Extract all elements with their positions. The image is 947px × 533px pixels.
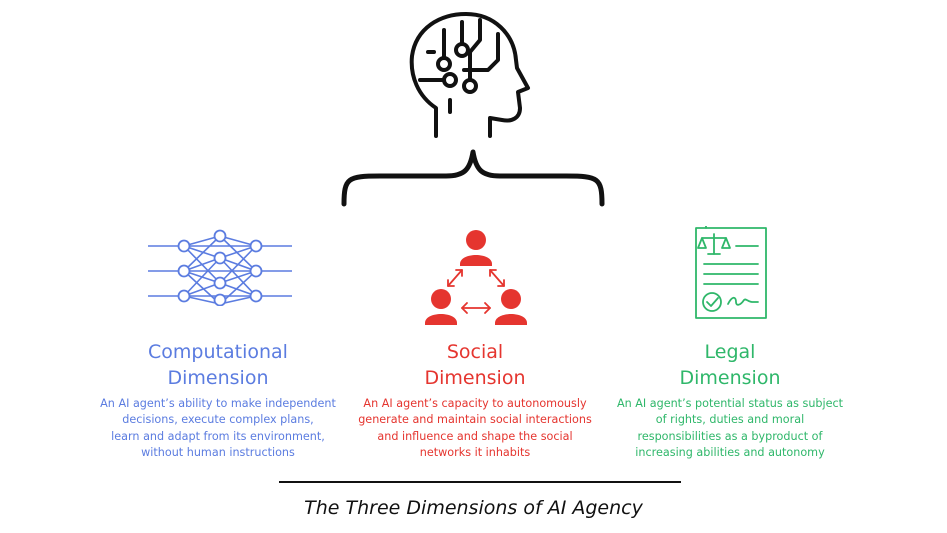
caption-divider <box>279 481 681 483</box>
social-title-line1: Social <box>446 341 504 363</box>
legal-dimension-title: Legal Dimension <box>630 339 830 391</box>
computational-dimension-title: Computational Dimension <box>118 339 318 391</box>
description-line: decisions, execute complex plans, <box>122 413 314 427</box>
legal-document-scales-icon <box>695 226 767 319</box>
figure-caption: The Three Dimensions of AI Agency <box>304 497 643 519</box>
social-title-line2: Dimension <box>424 367 526 389</box>
description-line: An AI agent’s capacity to autonomously <box>363 397 587 410</box>
legal-dimension-description: An AI agent’s potential status as subjec… <box>590 396 870 461</box>
curly-brace-icon <box>341 149 605 207</box>
description-line: responsibilities as a byproduct of <box>637 429 823 443</box>
description-line: An AI agent’s potential status as subjec… <box>616 397 844 410</box>
description-line: increasing abilities and autonomy <box>635 445 825 459</box>
description-line: An AI agent’s ability to make independen… <box>100 397 336 410</box>
legal-title-line2: Dimension <box>679 367 781 389</box>
description-line: networks it inhabits <box>419 445 531 459</box>
description-line: learn and adapt from its environment, <box>111 429 325 443</box>
legal-title-line1: Legal <box>704 341 756 363</box>
computational-title-line1: Computational <box>148 341 288 363</box>
computational-dimension-description: An AI agent’s ability to make independen… <box>78 396 358 461</box>
description-line: of rights, duties and moral <box>655 413 805 427</box>
social-dimension-description: An AI agent’s capacity to autonomously g… <box>335 396 615 461</box>
description-line: generate and maintain social interaction… <box>358 413 592 427</box>
computational-title-line2: Dimension <box>167 367 269 389</box>
ai-head-circuit-icon <box>409 12 530 138</box>
social-dimension-title: Social Dimension <box>375 339 575 391</box>
neural-network-icon <box>148 229 292 306</box>
social-network-people-icon <box>425 230 527 325</box>
description-line: and influence and shape the social <box>377 429 573 443</box>
description-line: without human instructions <box>141 445 295 459</box>
